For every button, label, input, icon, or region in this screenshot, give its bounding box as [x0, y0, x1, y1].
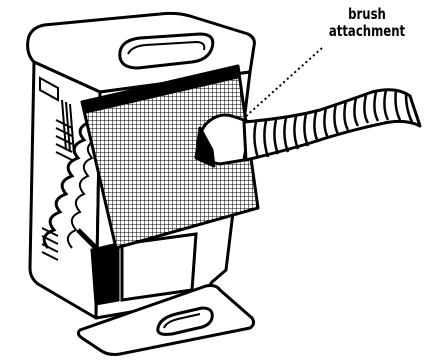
brush-attachment-label: brush attachment: [324, 6, 410, 40]
callout-line-2: attachment: [328, 22, 406, 40]
callout-line-1: brush: [348, 5, 386, 23]
filter-grille: [80, 64, 260, 250]
lower-opening: [90, 232, 198, 306]
top-handle: [118, 32, 215, 70]
vacuum-hose-illustration: [242, 88, 422, 162]
callout-leader: [243, 47, 323, 119]
base-tray: [76, 284, 256, 356]
brush-attachment: [194, 113, 252, 168]
side-vent: [39, 76, 75, 261]
